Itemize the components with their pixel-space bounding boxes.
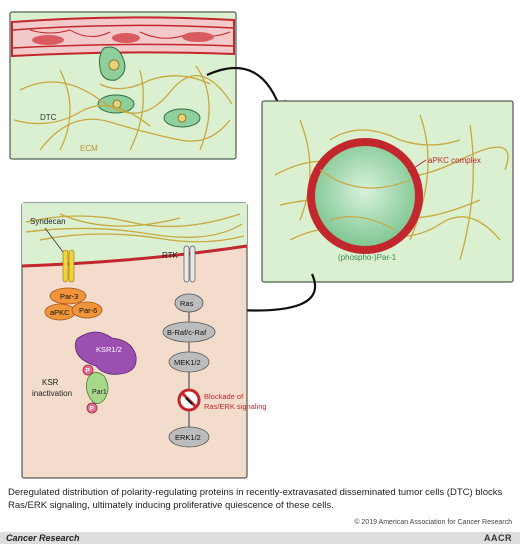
label-par6: Par-6 [79,306,97,315]
label-par1: Par1 [92,389,107,396]
phosphate-circle-2 [86,402,98,414]
blockade-icon [177,388,201,412]
plasma-membrane [21,244,248,268]
label-blockade-1: Blockade of [204,392,244,401]
label-ksr-inactivation-2: inactivation [32,389,72,398]
copyright-notice: © 2019 American Association for Cancer R… [354,519,512,526]
label-par3: Par-3 [60,292,78,301]
ecm-fibers-panel3 [25,213,245,243]
phosphate-circle-1 [82,364,94,376]
panel-signaling: Syndecan Par-3 aPKC Par-6 KSR1/2 Par1 P … [21,202,267,479]
node-braf [162,321,216,343]
rtk-receptor [183,245,196,283]
label-ecm: ECM [80,144,98,153]
par1-protein [86,372,109,404]
label-ksr12: KSR1/2 [96,345,122,354]
dtc-cell-body [311,142,419,250]
apkc-ring [307,138,423,254]
journal-name: Cancer Research [6,533,80,543]
label-syndecan: Syndecan [30,217,66,226]
blood-vessel [11,16,235,58]
panel-vessel: DTC ECM [9,11,237,160]
callout-apkc [407,159,427,173]
node-ras [174,293,204,313]
label-rtk: RTK [162,251,179,260]
label-ras: Ras [180,299,194,308]
label-ksr-inactivation-1: KSR [42,378,59,387]
label-blockade-2: Ras/ERK signaling [204,402,267,411]
publisher-logo: AACR [484,533,512,543]
par-complex [44,287,103,321]
ecm-fibers-panel1 [13,65,233,151]
label-apkc-complex: aPKC complex [428,156,481,165]
figure-caption: Deregulated distribution of polarity-reg… [8,487,503,511]
syndecan-receptor [62,249,75,283]
dtc-cells [97,46,201,128]
ras-erk-cascade [162,293,216,448]
label-apkc: aPKC [50,308,70,317]
diagram-canvas: DTC ECM aPKC complex (phospho-)Par-1 [9,11,514,479]
ksr-protein [74,331,137,375]
label-mek: MEK1/2 [174,358,201,367]
label-p-2: P [90,406,95,413]
node-erk [168,426,210,448]
panel-dtc-polarity: aPKC complex (phospho-)Par-1 [261,100,514,283]
label-dtc: DTC [40,113,57,122]
label-p-1: P [86,368,91,375]
label-braf: B-Raf/c-Raf [167,328,207,337]
callout-syndecan [44,227,64,253]
node-mek [168,351,210,373]
label-erk: ERK1/2 [175,433,201,442]
ecm-fibers-over-cell [319,169,411,231]
label-phospho-par1: (phospho-)Par-1 [338,253,397,262]
footer-bar [0,532,520,544]
